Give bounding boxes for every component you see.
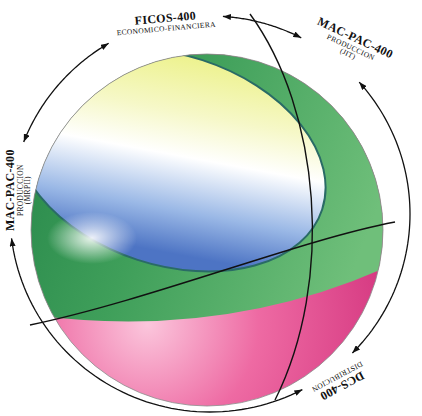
shine-highlight — [47, 212, 137, 264]
system-label: MAC-PAC-400PRODUCCION (JIT) — [307, 13, 398, 77]
system-area: PRODUCCION (MRPII) — [16, 159, 32, 221]
system-label: MAC-PAC-400PRODUCCION (MRPII) — [3, 147, 33, 233]
sphere-outline — [31, 54, 383, 406]
meridian-line — [250, 14, 312, 400]
flow-arrow — [223, 16, 301, 37]
cutaway-cap — [0, 11, 355, 310]
flow-arrow — [24, 43, 109, 142]
system-label: FICOS-400ECONOMICO-FINANCIERA — [113, 7, 218, 38]
flow-arrow — [352, 82, 410, 353]
system-name: MAC-PAC-400 — [4, 149, 17, 231]
parallel-line — [30, 222, 395, 325]
flow-arrow — [12, 238, 303, 412]
